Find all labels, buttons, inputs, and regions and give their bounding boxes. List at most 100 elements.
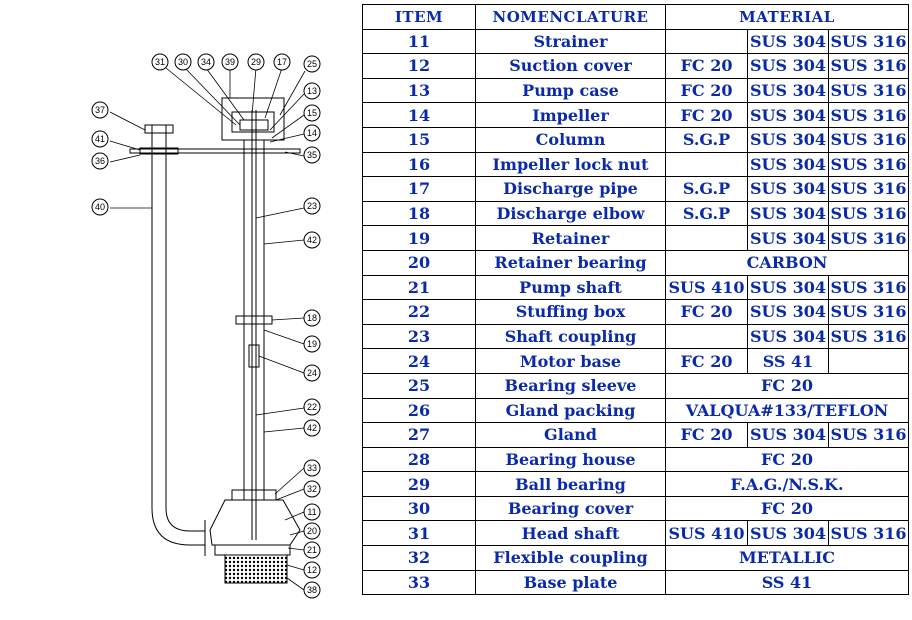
material-cell: FC 20 bbox=[665, 299, 748, 325]
pump-drawing-svg: 31 30 34 39 29 17 25 13 15 14 35 37 41 3… bbox=[91, 53, 321, 599]
nomenclature-cell: Gland packing bbox=[475, 397, 666, 424]
svg-text:25: 25 bbox=[307, 59, 317, 69]
callout-38: 38 bbox=[303, 581, 321, 599]
nomenclature-cell: Suction cover bbox=[475, 53, 666, 79]
material-cell: SUS 304 bbox=[747, 151, 829, 178]
nomenclature-cell: Retainer bearing bbox=[475, 249, 666, 276]
svg-text:42: 42 bbox=[307, 235, 317, 245]
svg-text:29: 29 bbox=[251, 57, 261, 67]
callout-21: 21 bbox=[303, 541, 321, 559]
callout-20: 20 bbox=[303, 522, 321, 540]
material-cell: SUS 304 bbox=[747, 274, 829, 301]
strainer bbox=[224, 554, 288, 584]
svg-text:17: 17 bbox=[277, 57, 287, 67]
callout-13: 13 bbox=[303, 82, 321, 100]
material-cell: SUS 316 bbox=[827, 77, 910, 104]
callout-29: 29 bbox=[247, 53, 265, 71]
nomenclature-cell: Bearing cover bbox=[475, 495, 666, 522]
item-number-cell: 17 bbox=[362, 176, 476, 202]
material-cell bbox=[665, 225, 748, 251]
material-cell: S.G.P bbox=[665, 126, 748, 153]
item-number-cell: 24 bbox=[362, 348, 476, 374]
svg-text:15: 15 bbox=[307, 108, 317, 118]
item-number-cell: 30 bbox=[362, 495, 476, 522]
material-cell: SUS 304 bbox=[747, 299, 829, 325]
material-cell: SUS 316 bbox=[827, 520, 910, 547]
callout-18: 18 bbox=[303, 309, 321, 327]
nomenclature-cell: Column bbox=[475, 126, 666, 153]
svg-text:23: 23 bbox=[307, 201, 317, 211]
item-number-cell: 14 bbox=[362, 102, 476, 128]
material-cell: FC 20 bbox=[665, 77, 748, 104]
callout-12: 12 bbox=[303, 561, 321, 579]
callout-33: 33 bbox=[303, 459, 321, 477]
svg-text:35: 35 bbox=[307, 150, 317, 160]
item-number-cell: 29 bbox=[362, 471, 476, 497]
svg-text:31: 31 bbox=[155, 57, 165, 67]
svg-text:33: 33 bbox=[307, 463, 317, 473]
nomenclature-cell: Base plate bbox=[475, 569, 666, 596]
nomenclature-cell: Impeller bbox=[475, 102, 666, 128]
material-cell: SUS 304 bbox=[747, 102, 829, 128]
svg-text:13: 13 bbox=[307, 86, 317, 96]
pump-casing bbox=[209, 489, 301, 556]
material-cell: FC 20 bbox=[664, 446, 910, 473]
callout-22: 22 bbox=[303, 398, 321, 416]
callout-41: 41 bbox=[91, 130, 109, 148]
material-cell: SUS 316 bbox=[827, 274, 910, 301]
material-cell: SUS 410 bbox=[665, 274, 748, 301]
material-cell: SUS 410 bbox=[665, 520, 748, 547]
material-cell bbox=[665, 28, 748, 55]
svg-text:41: 41 bbox=[95, 134, 105, 144]
svg-text:36: 36 bbox=[95, 156, 105, 166]
material-cell bbox=[827, 348, 910, 374]
material-cell: SUS 304 bbox=[747, 520, 829, 547]
svg-text:42: 42 bbox=[307, 423, 317, 433]
material-cell: SUS 316 bbox=[827, 151, 910, 178]
svg-text:11: 11 bbox=[307, 507, 316, 517]
header-nomenclature: NOMENCLATURE bbox=[475, 4, 666, 30]
leader-lines bbox=[109, 67, 306, 591]
svg-text:19: 19 bbox=[307, 339, 317, 349]
material-cell: SUS 304 bbox=[747, 53, 829, 79]
pump-column bbox=[129, 110, 301, 540]
svg-text:22: 22 bbox=[307, 402, 317, 412]
material-cell: FC 20 bbox=[665, 102, 748, 128]
material-cell: F.A.G./N.S.K. bbox=[664, 471, 910, 497]
material-cell: SUS 304 bbox=[747, 28, 829, 55]
item-number-cell: 25 bbox=[362, 372, 476, 399]
item-number-cell: 15 bbox=[362, 126, 476, 153]
svg-text:14: 14 bbox=[307, 128, 317, 138]
svg-text:24: 24 bbox=[307, 368, 317, 378]
callout-36: 36 bbox=[91, 152, 109, 170]
nomenclature-cell: Gland bbox=[475, 422, 666, 448]
svg-text:39: 39 bbox=[225, 57, 235, 67]
nomenclature-cell: Pump shaft bbox=[475, 274, 666, 301]
nomenclature-cell: Bearing sleeve bbox=[475, 372, 666, 399]
svg-text:37: 37 bbox=[95, 105, 105, 115]
material-cell: SUS 316 bbox=[827, 126, 910, 153]
item-number-cell: 32 bbox=[362, 545, 476, 571]
callout-17: 17 bbox=[273, 53, 291, 71]
callout-34: 34 bbox=[197, 53, 215, 71]
nomenclature-cell: Strainer bbox=[475, 28, 666, 55]
nomenclature-cell: Head shaft bbox=[475, 520, 666, 547]
material-cell: SUS 316 bbox=[827, 102, 910, 128]
material-cell: SUS 316 bbox=[827, 28, 910, 55]
item-number-cell: 31 bbox=[362, 520, 476, 547]
material-cell: FC 20 bbox=[665, 53, 748, 79]
nomenclature-cell: Impeller lock nut bbox=[475, 151, 666, 178]
table-header-row: ITEM NOMENCLATURE MATERIAL bbox=[362, 4, 910, 30]
nomenclature-cell: Shaft coupling bbox=[475, 323, 666, 350]
